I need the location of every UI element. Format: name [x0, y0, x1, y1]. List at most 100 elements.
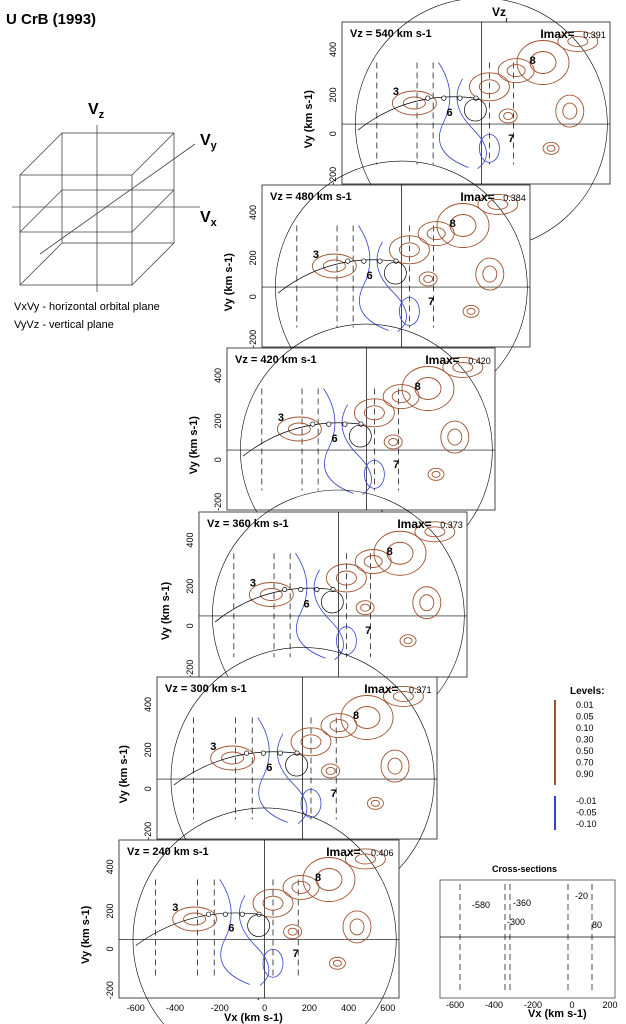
emission-contour [302, 857, 356, 902]
panel-imax-value: 0.391 [583, 30, 606, 40]
emission-contour [322, 259, 346, 273]
cross-section-label: -580 [472, 900, 490, 910]
emission-contour [329, 719, 349, 733]
emission-contour [340, 695, 394, 740]
emission-contour [391, 390, 411, 404]
y-tick-label: 400 [328, 42, 338, 57]
disk-circle [247, 914, 270, 937]
y-axis-label: Vy (km s-1) [118, 745, 130, 804]
emission-contour [363, 555, 383, 568]
emission-contour [506, 64, 526, 78]
emission-contour [452, 361, 474, 373]
cross-section-label: -300 [507, 917, 525, 927]
emission-contour [557, 30, 599, 52]
emission-contour [414, 377, 442, 400]
emission-contour [210, 745, 256, 771]
stream-point [298, 586, 304, 593]
absorption-contour [262, 948, 284, 978]
emission-contour [562, 102, 578, 120]
y-tick-label: 200 [185, 579, 195, 594]
emission-contour [325, 563, 367, 593]
emission-contour [436, 203, 490, 248]
emission-contour [449, 214, 477, 237]
emission-contour [221, 751, 245, 765]
cross-sections-panel: Cross-sections -580-360-300-2080-600-400… [439, 864, 618, 1010]
panel-vz-label: Vz = 360 km s-1 [207, 518, 289, 530]
emission-contour [382, 685, 424, 707]
emission-contour [414, 521, 456, 543]
emission-contour [172, 906, 218, 932]
x-tick-label: 600 [380, 1003, 395, 1013]
emission-contour [383, 434, 403, 450]
emission-contour [487, 198, 509, 210]
stream-point [314, 586, 320, 593]
y-axis-label: Vy (km s-1) [188, 416, 200, 475]
cross-section-label: -360 [513, 898, 531, 908]
feature-label-7: 7 [365, 625, 371, 637]
panel-imax-label: Imax= [397, 517, 431, 531]
emission-contour [392, 690, 414, 702]
emission-contour [370, 799, 380, 807]
panel-vz-label: Vz = 240 km s-1 [127, 846, 209, 858]
emission-contour [503, 112, 514, 120]
stream-point [393, 258, 399, 264]
y-tick-label: -200 [213, 493, 223, 511]
cube-vx-label: Vx [200, 209, 218, 229]
emission-contour [427, 467, 445, 481]
cross-sections-title: Cross-sections [492, 864, 557, 874]
emission-contour [529, 51, 557, 74]
feature-label-7: 7 [508, 133, 514, 145]
emission-contour [320, 713, 358, 739]
emission-contour [259, 588, 283, 601]
emission-contour [516, 40, 570, 85]
emission-contour [419, 594, 435, 612]
stream-point [282, 586, 288, 593]
y-tick-label: -200 [248, 330, 258, 348]
cross-section-x-tick: -200 [524, 1000, 542, 1010]
vz-axis-label: Vz [492, 5, 506, 19]
stream-point [277, 750, 283, 756]
level-positive-label: 0.30 [576, 735, 594, 745]
y-tick-label: 0 [213, 457, 223, 462]
emission-contour [344, 848, 386, 870]
stream-point [377, 258, 383, 264]
feature-label-7: 7 [428, 296, 434, 308]
stream-point [222, 911, 228, 917]
emission-contour [282, 874, 320, 900]
y-axis-label: Vy (km s-1) [160, 582, 172, 641]
emission-contour [366, 796, 384, 810]
cross-section-x-tick: 200 [602, 1000, 617, 1010]
y-tick-label: 200 [213, 413, 223, 428]
feature-label-3: 3 [313, 249, 319, 261]
stream-point [358, 421, 364, 427]
emission-contour [300, 734, 322, 750]
emission-contour [466, 307, 476, 315]
y-tick-label: 200 [105, 904, 115, 919]
emission-contour [478, 79, 500, 95]
panel-imax-value: 0.420 [468, 356, 491, 366]
y-tick-label: 400 [213, 368, 223, 383]
absorption-contour [478, 133, 500, 163]
panel-imax-value: 0.384 [503, 193, 526, 203]
emission-contour [388, 438, 399, 446]
cube-vz-label: Vz [88, 101, 105, 121]
emission-contour [482, 265, 498, 283]
level-positive-label: 0.01 [576, 700, 594, 710]
panel-vz-label: Vz = 420 km s-1 [235, 354, 317, 366]
y-tick-label: 0 [248, 294, 258, 299]
stream-point [326, 421, 332, 427]
stream-point [425, 95, 431, 101]
emission-contour [403, 637, 413, 645]
y-tick-label: 0 [185, 623, 195, 628]
panel-imax-label: Imax= [540, 27, 574, 41]
y-tick-label: 0 [328, 131, 338, 136]
panel-imax-value: 0.406 [371, 848, 394, 858]
feature-label-3: 3 [393, 86, 399, 98]
disk-circle [285, 753, 308, 777]
y-tick-label: -200 [185, 660, 195, 678]
emission-contour [468, 72, 510, 102]
panel-imax-value: 0.373 [440, 520, 463, 530]
feature-label-7: 7 [293, 948, 299, 960]
